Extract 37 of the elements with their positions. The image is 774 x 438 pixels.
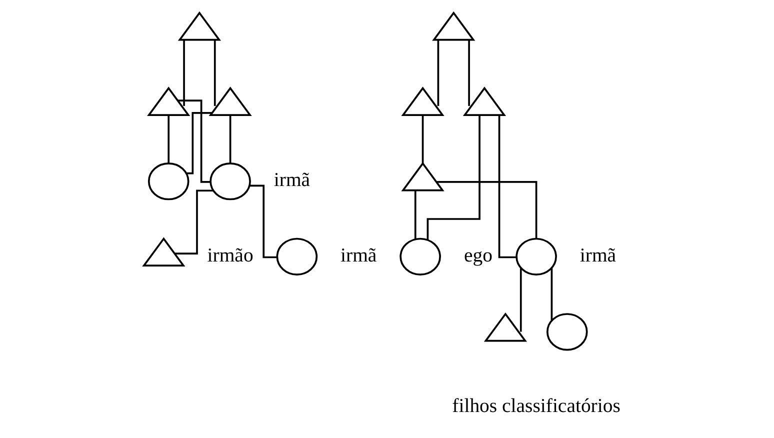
node-label: ego	[464, 244, 493, 266]
connector	[168, 115, 170, 164]
node-triangle	[401, 162, 444, 192]
connector	[214, 40, 216, 106]
node-ellipse	[546, 313, 588, 351]
label: filhos classificatórios	[452, 394, 620, 417]
connector	[414, 190, 416, 240]
connector	[422, 115, 424, 164]
connector	[468, 40, 470, 106]
connector	[174, 190, 214, 254]
connector	[550, 268, 553, 320]
node-label: irmã	[274, 169, 310, 192]
node-ellipse	[210, 162, 251, 200]
node-triangle	[147, 86, 190, 116]
node-ellipse	[400, 238, 441, 276]
node-label: irmão	[207, 244, 254, 266]
node-triangle	[462, 86, 506, 116]
node-label: irmã	[580, 244, 616, 266]
node-triangle	[208, 86, 252, 116]
connector	[186, 112, 212, 174]
node-ellipse	[516, 238, 557, 276]
node-label: irmã	[340, 244, 377, 266]
connector	[520, 268, 522, 332]
node-triangle	[142, 237, 186, 266]
node-triangle	[401, 86, 444, 116]
connector	[436, 181, 538, 239]
connector	[229, 115, 232, 164]
connector	[426, 115, 480, 240]
node-ellipse	[276, 238, 318, 276]
connector	[183, 40, 185, 106]
node-ellipse	[148, 162, 190, 200]
connector	[437, 40, 440, 106]
node-triangle	[432, 11, 476, 41]
node-triangle	[484, 312, 528, 342]
connector	[178, 100, 210, 183]
connector	[498, 115, 516, 258]
node-triangle	[178, 11, 222, 41]
